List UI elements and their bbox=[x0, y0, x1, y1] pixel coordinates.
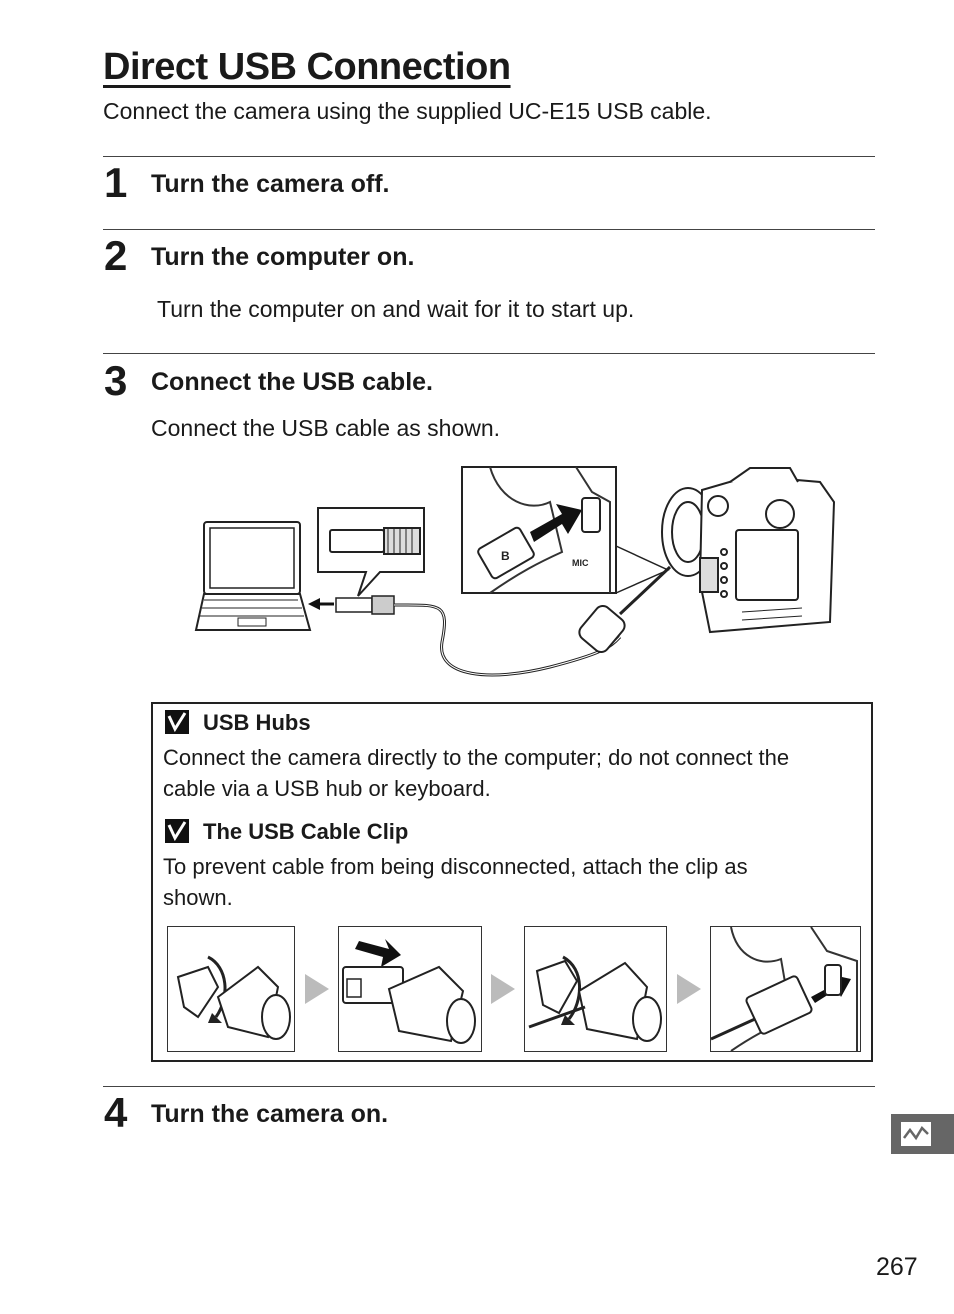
step-4-number: 4 bbox=[104, 1089, 128, 1136]
note-text-line: cable via a USB hub or keyboard. bbox=[163, 776, 491, 801]
note-text-line: Connect the camera directly to the compu… bbox=[163, 745, 790, 770]
note-box: USB Hubs Connect the camera directly to … bbox=[151, 702, 873, 1062]
arrow-right-icon bbox=[491, 974, 515, 1004]
divider bbox=[103, 229, 875, 230]
usb-connection-illustration: B MIC bbox=[194, 466, 836, 677]
port-label: MIC bbox=[572, 558, 589, 568]
connection-wave-icon bbox=[901, 1122, 931, 1146]
page-title: Direct USB Connection bbox=[103, 46, 511, 88]
check-icon bbox=[165, 819, 189, 843]
section-tab bbox=[891, 1114, 954, 1154]
note-heading-usb-hubs: USB Hubs bbox=[203, 710, 311, 735]
step-4-heading: Turn the camera on. bbox=[151, 1100, 389, 1128]
step-3-number: 3 bbox=[104, 357, 128, 404]
step-3-body: Connect the USB cable as shown. bbox=[151, 415, 501, 441]
step-2-number: 2 bbox=[104, 232, 128, 279]
clip-step-panel-2 bbox=[338, 926, 482, 1052]
arrow-right-icon bbox=[530, 504, 582, 542]
arrow-right-icon bbox=[305, 974, 329, 1004]
note-text-line: shown. bbox=[163, 885, 233, 910]
divider bbox=[103, 353, 875, 354]
camera-icon bbox=[661, 467, 836, 634]
step-1-heading: Turn the camera off. bbox=[151, 170, 390, 198]
step-2-body: Turn the computer on and wait for it to … bbox=[157, 296, 635, 322]
clip-step-panel-4 bbox=[710, 926, 861, 1052]
intro-text: Connect the camera using the supplied UC… bbox=[103, 98, 712, 124]
clip-step-panel-3 bbox=[524, 926, 667, 1052]
laptop-icon bbox=[194, 521, 312, 631]
divider bbox=[103, 1086, 875, 1087]
note-text-line: To prevent cable from being disconnected… bbox=[163, 854, 748, 879]
step-2-heading: Turn the computer on. bbox=[151, 243, 415, 271]
arrow-right-icon bbox=[677, 974, 701, 1004]
plug-label: B bbox=[501, 549, 510, 563]
note-heading-cable-clip: The USB Cable Clip bbox=[203, 819, 409, 844]
check-icon bbox=[165, 710, 189, 734]
step-1-number: 1 bbox=[104, 159, 128, 206]
step-3-heading: Connect the USB cable. bbox=[151, 368, 433, 396]
divider bbox=[103, 156, 875, 157]
page-number: 267 bbox=[876, 1253, 918, 1281]
clip-step-panel-1 bbox=[167, 926, 295, 1052]
